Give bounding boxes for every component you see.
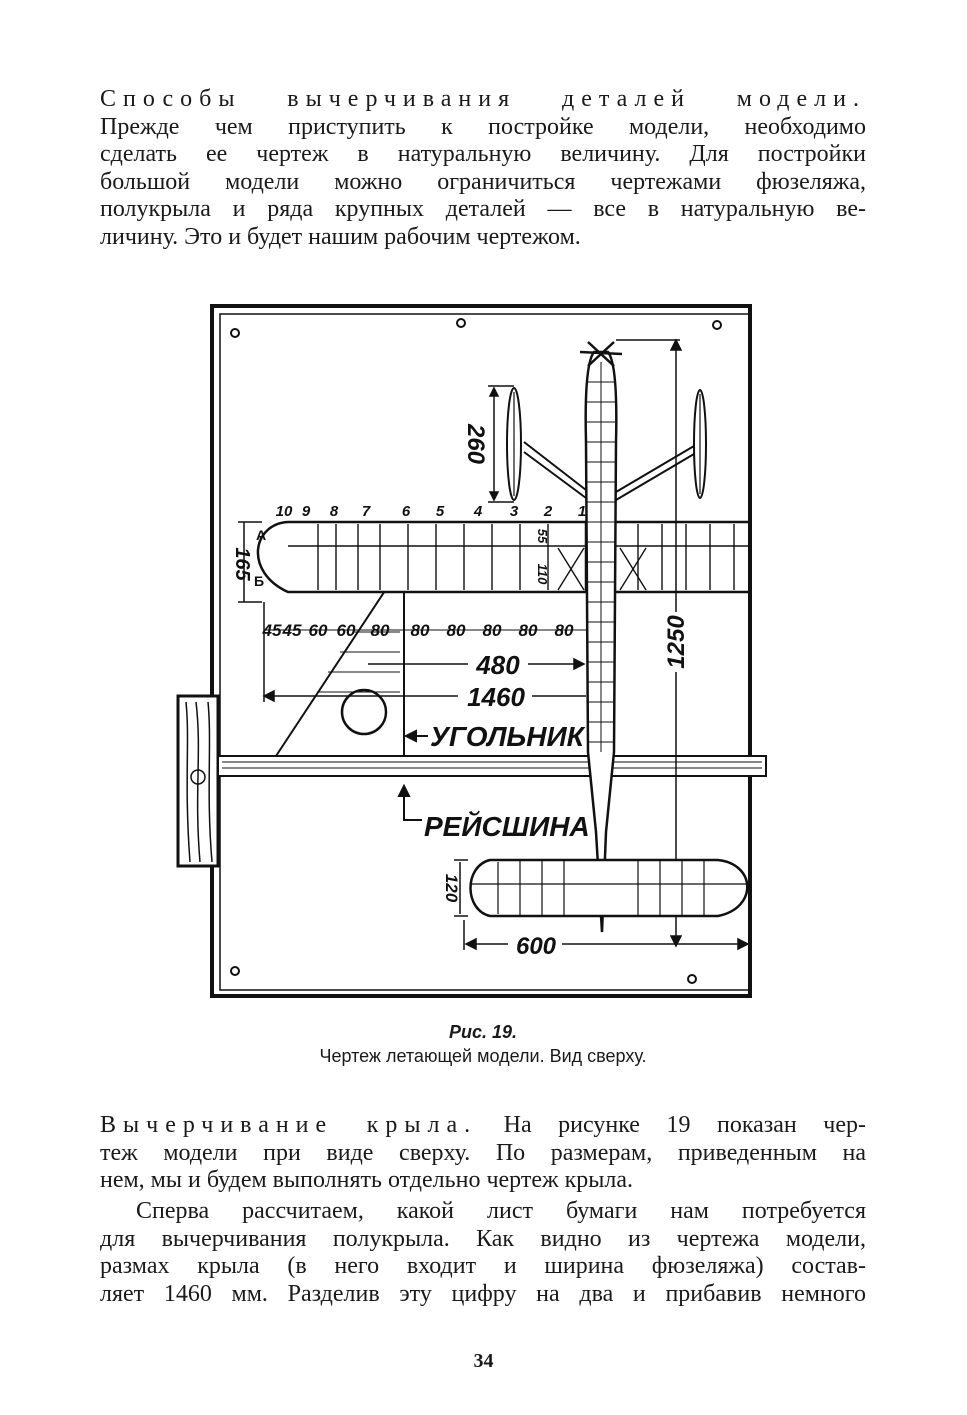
triangle-hole — [340, 688, 388, 736]
text-line: для вычерчивания полукрыла. Как видно из… — [100, 1225, 866, 1252]
text-line: личину. Это и будет нашим рабочим чертеж… — [100, 223, 581, 250]
rib-spacing: 45 — [262, 621, 282, 640]
rib-spacing: 80 — [371, 621, 390, 640]
rib-spacing: 80 — [555, 621, 574, 640]
rib-number: 4 — [473, 503, 483, 520]
rib-spacing: 60 — [337, 621, 356, 640]
text-line: размах крыла (в него входит и ширина фюз… — [100, 1253, 866, 1279]
label-260: 260 — [462, 423, 489, 465]
label-1460: 1460 — [467, 682, 525, 712]
model-plan-drawing: 260 10 9 8 7 6 5 4 3 2 1 165 А Б 110 55 — [176, 304, 767, 998]
text-line: большой модели можно ограничиться чертеж… — [100, 168, 866, 195]
rib-spacing: 80 — [483, 621, 502, 640]
label-110: 110 — [535, 564, 550, 585]
rib-number: 1 — [578, 503, 586, 520]
text-line: теж модели при виде сверху. По размерам,… — [100, 1139, 866, 1166]
tsquare-blade — [217, 755, 767, 777]
text-line: Сперва рассчитаем, какой лист бумаги нам… — [136, 1198, 866, 1224]
fin-struts — [523, 441, 695, 501]
paragraph-sheet-calculation: Сперва рассчитаем, какой лист бумаги нам… — [100, 1198, 866, 1308]
paragraph-intro: Способы вычерчивания деталей модели. Пре… — [100, 86, 866, 251]
rib-number: 5 — [436, 503, 445, 520]
wing-left-half — [256, 520, 588, 594]
wing-ribs — [288, 524, 750, 591]
rib-spacing: 45 — [282, 621, 302, 640]
rib-number: 7 — [362, 503, 371, 520]
wing-right-half — [616, 520, 750, 594]
figure-19-drawing: 260 10 9 8 7 6 5 4 3 2 1 165 А Б 110 55 — [168, 292, 778, 1002]
label-rib-a: А — [256, 527, 266, 543]
label-165: 165 — [231, 547, 253, 581]
text-line: ляет 1460 мм. Разделив эту цифру на два … — [100, 1280, 866, 1307]
label-1250: 1250 — [663, 615, 690, 669]
label-480: 480 — [475, 650, 520, 680]
fuselage-frames — [587, 362, 615, 752]
text-line: полукрыла и ряда крупных деталей — все в… — [100, 196, 866, 222]
paragraph-wing-drawing: Вычерчивание крыла. На рисунке 19 показа… — [100, 1112, 866, 1195]
rib-number: 6 — [402, 503, 411, 520]
drafting-triangle — [274, 558, 405, 757]
rib-number: 8 — [330, 503, 339, 520]
section-heading-drawing-methods: Способы вычерчивания деталей модели. — [100, 86, 866, 112]
rib-number: 3 — [510, 503, 519, 520]
label-rib-b: Б — [254, 573, 264, 589]
label-triangle: УГОЛЬНИК — [430, 721, 586, 752]
rib-spacing: 80 — [519, 621, 538, 640]
rib-spacing: 80 — [411, 621, 430, 640]
text-line: Прежде чем приступить к постройке модели… — [100, 113, 866, 140]
propeller — [579, 341, 623, 367]
text-line: нем, мы и будем выполнять отдельно черте… — [100, 1167, 633, 1193]
drawing-paper — [219, 313, 751, 991]
label-600: 600 — [516, 933, 557, 960]
figure-number: Рис. 19. — [448, 1022, 518, 1042]
rib-spacing: 60 — [309, 621, 328, 640]
text-line: На рисунке 19 показан чер- — [503, 1112, 866, 1138]
stabilizer — [469, 858, 749, 918]
figure-caption: Чертеж летающей модели. Вид сверху. — [319, 1046, 647, 1066]
rib-number: 2 — [543, 503, 553, 520]
board-pins — [230, 318, 722, 984]
label-55: 55 — [535, 529, 550, 544]
label-120: 120 — [442, 874, 461, 903]
text-line: сделать ее чертеж в натуральную величину… — [100, 141, 866, 167]
section-heading-wing-drawing: Вычерчивание крыла. — [100, 1112, 478, 1138]
rib-number: 10 — [276, 503, 293, 520]
page-number: 34 — [473, 1350, 494, 1372]
rib-spacing: 80 — [447, 621, 466, 640]
label-tsquare: РЕЙСШИНА — [424, 810, 590, 842]
rib-number: 9 — [302, 503, 311, 520]
